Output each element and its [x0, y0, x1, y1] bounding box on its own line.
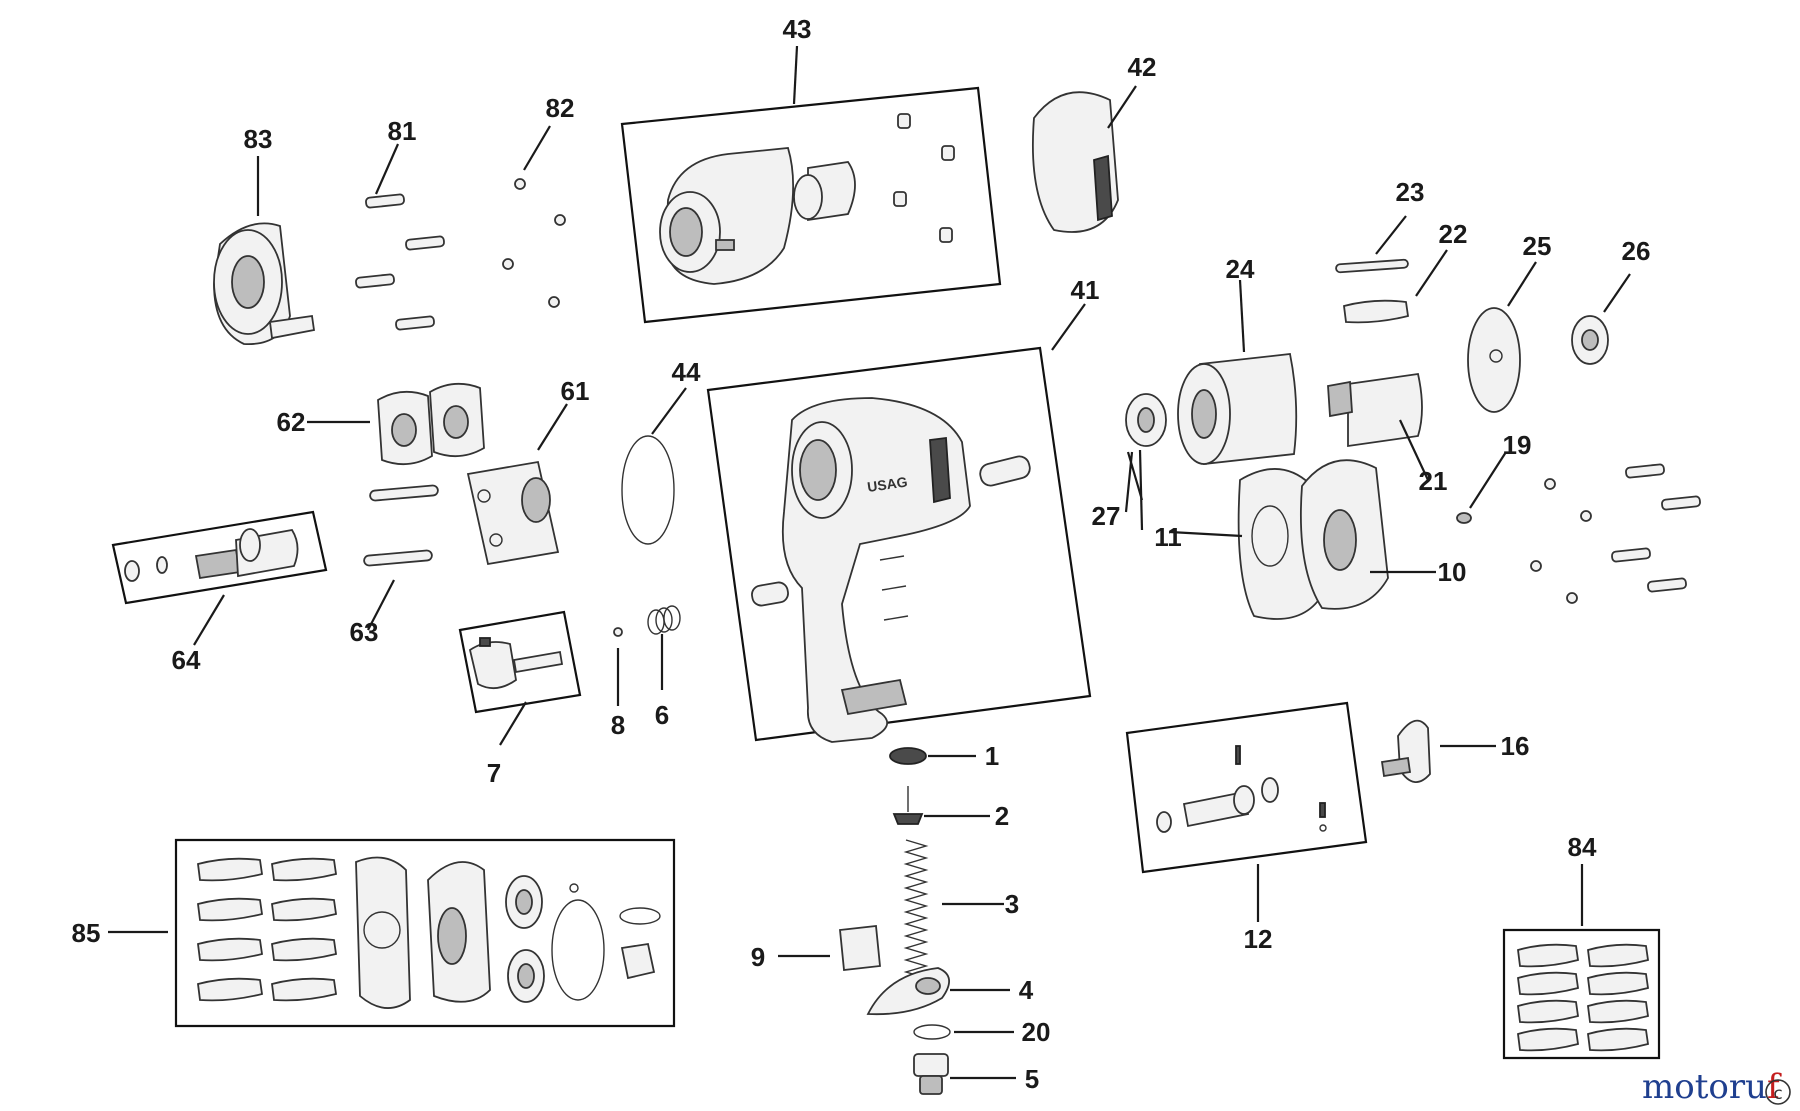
label-9: 9 [751, 942, 765, 972]
kit-box-43 [620, 86, 1002, 324]
part-42-rear-cover [1031, 91, 1119, 233]
label-62: 62 [277, 407, 306, 437]
label-2: 2 [995, 801, 1009, 831]
watermark-logo: motoruf c [1642, 1067, 1791, 1107]
part-61-hammer-cage [466, 460, 560, 566]
part-27-bearing [1125, 393, 1167, 447]
kit-box-64 [111, 510, 328, 605]
label-4: 4 [1019, 975, 1034, 1005]
part-22-vane [1343, 299, 1410, 324]
label-25: 25 [1523, 231, 1552, 261]
label-27: 27 [1092, 501, 1121, 531]
part-83-front-cover [213, 222, 316, 345]
part-4-deflector [866, 967, 950, 1016]
label-42: 42 [1128, 52, 1157, 82]
leader-lines [108, 45, 1631, 1080]
kit-box-12 [1125, 701, 1368, 874]
part-82-nuts [502, 178, 566, 308]
watermark-suffix: c [1773, 1084, 1782, 1104]
label-12: 12 [1244, 924, 1273, 954]
label-11: 11 [1154, 522, 1182, 552]
valve-part [1182, 785, 1255, 828]
label-63: 63 [350, 617, 379, 647]
part-10-rear-plate [1299, 459, 1389, 610]
part-25-end-plate [1467, 307, 1521, 413]
label-8: 8 [611, 710, 625, 740]
part-1-plug [889, 747, 927, 765]
part-81-screws [355, 193, 445, 331]
part-labels: 43 42 83 81 82 41 24 23 22 25 26 62 61 4… [72, 14, 1651, 1094]
part-63-pins [363, 484, 439, 567]
label-83: 83 [244, 124, 273, 154]
label-10: 10 [1438, 557, 1467, 587]
label-84: 84 [1568, 832, 1597, 862]
side-sleeve-part [751, 581, 789, 607]
part-24-cylinder [1177, 353, 1298, 466]
watermark-tail-text: f [1767, 1067, 1782, 1107]
part-2-valve-stem [892, 786, 924, 825]
main-housing-part: USAG [781, 397, 971, 743]
label-43: 43 [783, 14, 812, 44]
front-housing-part [659, 147, 795, 285]
vane-set-84 [1517, 943, 1650, 1052]
part-8-ball [613, 627, 623, 637]
vane-set-85 [197, 857, 338, 1002]
label-41: 41 [1071, 275, 1100, 305]
housing-brand-text: USAG [866, 473, 908, 494]
bushing-part [793, 161, 856, 222]
part-26-bearing [1571, 315, 1609, 365]
air-inlet-sleeve-part [979, 455, 1031, 487]
label-7: 7 [487, 758, 501, 788]
part-16-reverse-knob [1380, 719, 1431, 783]
label-85: 85 [72, 918, 101, 948]
label-82: 82 [546, 93, 575, 123]
part-20-oring [913, 1024, 951, 1040]
label-6: 6 [655, 700, 669, 730]
part-19-screws-nuts [1456, 463, 1701, 604]
label-20: 20 [1022, 1017, 1051, 1047]
part-44-oring [621, 435, 675, 545]
label-3: 3 [1005, 889, 1019, 919]
label-22: 22 [1439, 219, 1468, 249]
label-61: 61 [561, 376, 590, 406]
watermark-main-text: motoru [1642, 1067, 1767, 1107]
kit-box-85 [174, 838, 676, 1028]
label-5: 5 [1025, 1064, 1039, 1094]
label-19: 19 [1503, 430, 1532, 460]
label-23: 23 [1396, 177, 1425, 207]
label-24: 24 [1226, 254, 1255, 284]
label-64: 64 [172, 645, 201, 675]
kit-box-7 [458, 610, 582, 714]
anvil-part [194, 528, 299, 580]
part-62-hammers [377, 382, 485, 466]
part-5-inlet-fitting [913, 1053, 949, 1095]
label-44: 44 [672, 357, 701, 387]
label-21: 21 [1419, 466, 1448, 496]
label-81: 81 [388, 116, 417, 146]
svg-text:motoruf: motoruf [1642, 1067, 1782, 1107]
kit-box-41: USAG [706, 346, 1092, 743]
part-9-filter [839, 925, 881, 971]
part-6-spring [647, 605, 681, 635]
part-3-spring [903, 839, 929, 991]
label-1: 1 [985, 741, 999, 771]
copyright-circle [1765, 1079, 1791, 1105]
label-26: 26 [1622, 236, 1651, 266]
label-16: 16 [1501, 731, 1530, 761]
kit-box-84 [1502, 928, 1661, 1060]
part-23-pin [1335, 258, 1409, 274]
